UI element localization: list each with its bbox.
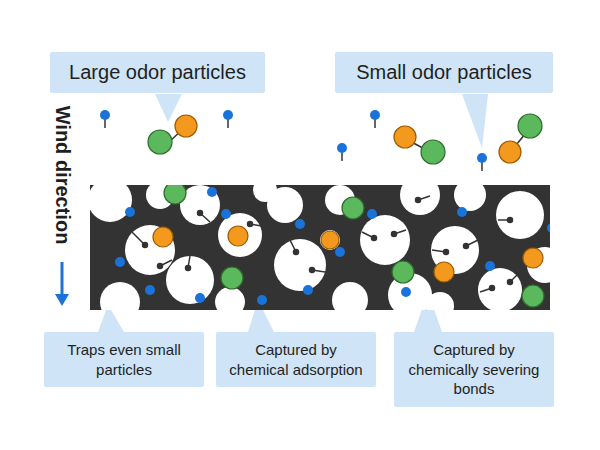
callout-text: Captured by chemical adsorption — [224, 340, 368, 379]
callout-box: Large odor particles — [50, 52, 265, 93]
wind-arrow — [55, 262, 69, 306]
filter-band — [90, 185, 550, 310]
callout-box: Captured by chemically severing bonds — [394, 332, 554, 407]
callout-box: Traps even small particles — [44, 332, 204, 387]
callout-text: Traps even small particles — [52, 340, 196, 379]
callout-text: Large odor particles — [62, 61, 253, 84]
callout-text: Captured by chemically severing bonds — [402, 340, 546, 399]
odor-particles — [100, 110, 542, 171]
callout-box: Captured by chemical adsorption — [216, 332, 376, 387]
callout-text: Small odor particles — [347, 61, 541, 84]
callout-box: Small odor particles — [335, 52, 553, 93]
axis-label: Wind direction — [51, 106, 74, 245]
